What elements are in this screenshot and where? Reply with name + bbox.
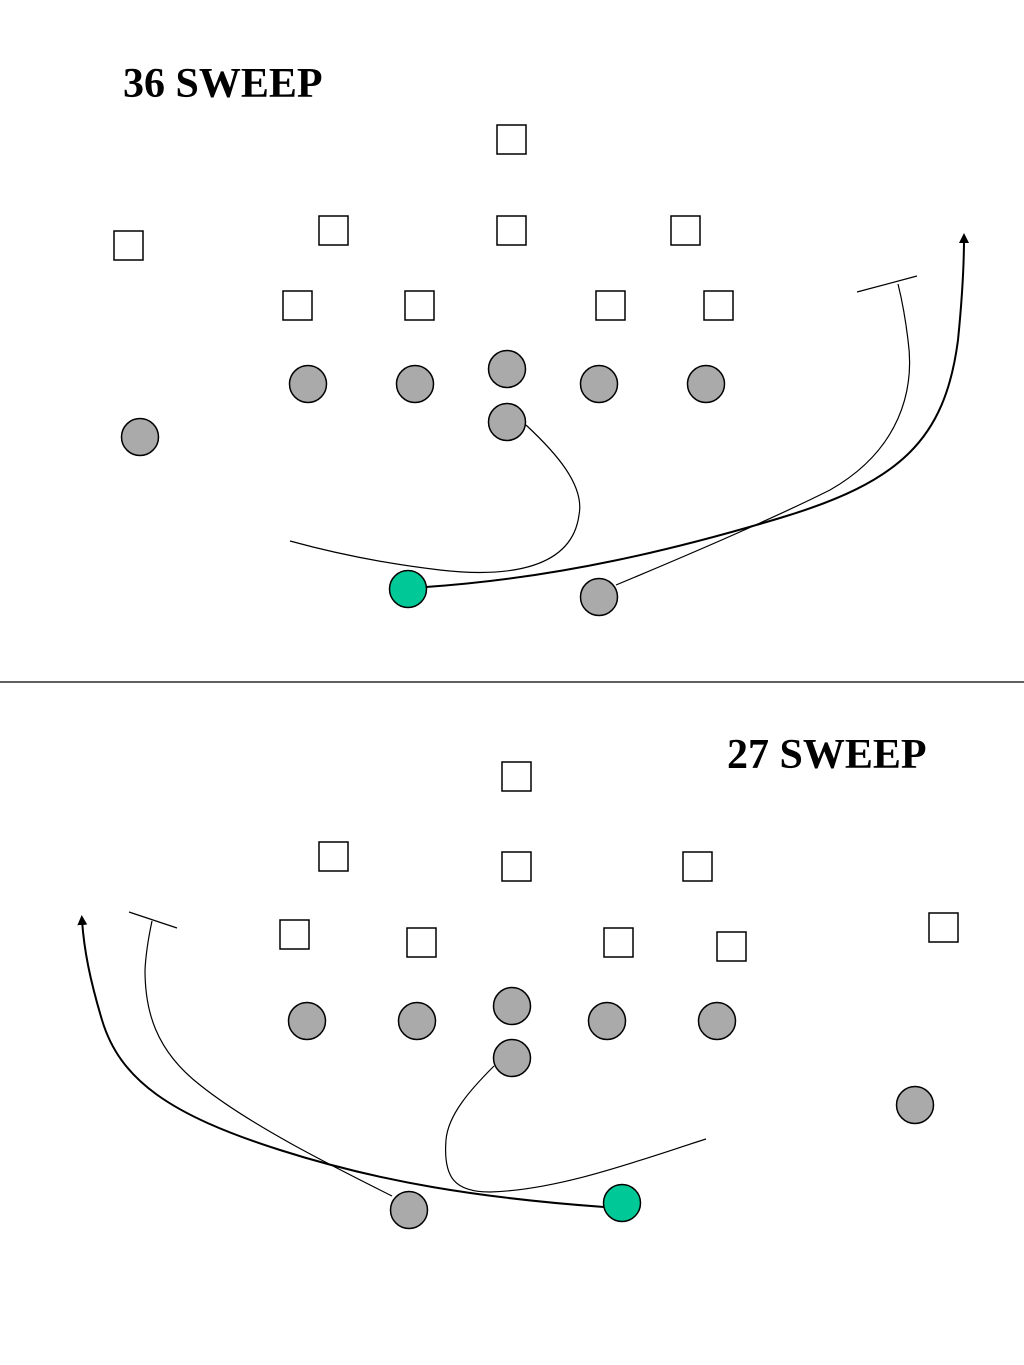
- offense-quarterback: [492, 1038, 532, 1078]
- defender-free-safety: [501, 761, 532, 792]
- defender-lineman-2: [406, 927, 437, 958]
- offense-right-guard: [579, 364, 619, 404]
- offense-right-tackle: [686, 364, 726, 404]
- offense-left-guard: [395, 364, 435, 404]
- defender-lineman-4: [703, 290, 734, 321]
- defender-lineman-4: [716, 931, 747, 962]
- block-marker: [128, 911, 178, 929]
- offense-center: [492, 986, 532, 1026]
- defender-linebacker-middle: [496, 215, 527, 246]
- defender-linebacker-right: [682, 851, 713, 882]
- defender-linebacker-middle: [501, 851, 532, 882]
- defender-linebacker-left: [318, 841, 349, 872]
- offense-quarterback: [487, 402, 527, 442]
- offense-ball-carrier: [388, 569, 428, 609]
- defender-linebacker-left: [318, 215, 349, 246]
- lead-block-route: [615, 283, 911, 586]
- offense-split-end: [120, 417, 160, 457]
- defender-free-safety: [496, 124, 527, 155]
- play-title-36-sweep: 36 SWEEP: [123, 61, 323, 107]
- offense-fullback: [579, 577, 619, 617]
- offense-ball-carrier: [602, 1183, 642, 1223]
- ball-carrier-sweep-route: [77, 915, 605, 1208]
- offense-fullback: [389, 1190, 429, 1230]
- ball-carrier-sweep-route: [425, 233, 969, 588]
- offense-left-tackle: [288, 364, 328, 404]
- pulling-block-route: [444, 1065, 707, 1193]
- defender-linebacker-right: [670, 215, 701, 246]
- block-marker: [856, 275, 918, 293]
- offense-left-guard: [397, 1001, 437, 1041]
- offense-right-guard: [587, 1001, 627, 1041]
- play-36-sweep: [113, 124, 969, 617]
- defender-corner-right: [928, 912, 959, 943]
- play-27-sweep: [77, 761, 959, 1230]
- defender-lineman-2: [404, 290, 435, 321]
- pulling-block-route: [289, 424, 581, 574]
- defender-corner-left: [113, 230, 144, 261]
- offense-split-end: [895, 1085, 935, 1125]
- lead-block-route: [144, 920, 393, 1197]
- offense-right-tackle: [697, 1001, 737, 1041]
- play-title-27-sweep: 27 SWEEP: [727, 732, 927, 778]
- offense-center: [487, 349, 527, 389]
- offense-left-tackle: [287, 1001, 327, 1041]
- defender-lineman-1: [282, 290, 313, 321]
- defender-lineman-3: [603, 927, 634, 958]
- defender-lineman-3: [595, 290, 626, 321]
- defender-lineman-1: [279, 919, 310, 950]
